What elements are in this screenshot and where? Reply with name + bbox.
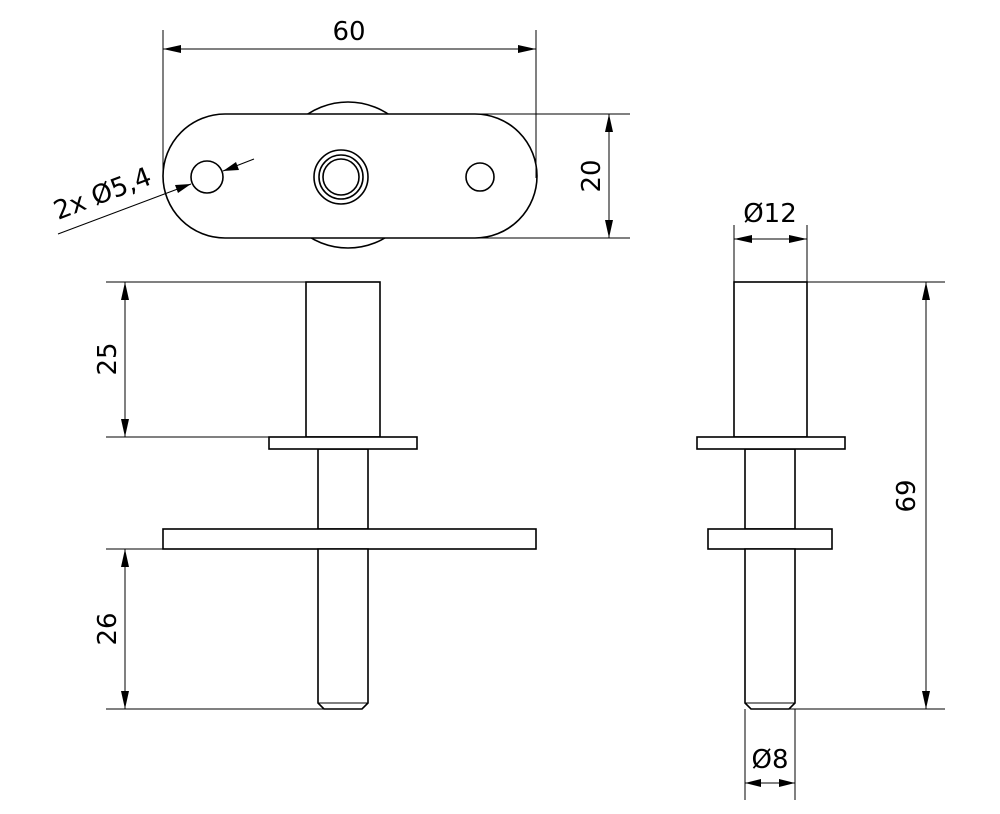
middle-shaft <box>317 448 369 530</box>
upper-pin <box>305 281 381 438</box>
dimension-upper-length: 25 <box>93 281 306 438</box>
side-view <box>696 281 846 710</box>
plate-height-label: 20 <box>577 159 607 192</box>
arrowhead <box>779 779 795 787</box>
arrowhead <box>121 549 129 567</box>
lower-length-label: 26 <box>93 612 123 645</box>
arrowhead <box>605 220 613 238</box>
arrowhead <box>163 45 181 53</box>
overall-width-label: 60 <box>332 17 365 47</box>
arrowhead <box>734 235 752 243</box>
dimension-overall-width: 60 <box>162 17 537 178</box>
overall-length-label: 69 <box>892 479 922 512</box>
arrowhead <box>605 114 613 132</box>
pin-inner-circle <box>322 158 360 196</box>
arrowhead <box>121 691 129 709</box>
lower-pin <box>317 548 369 710</box>
dimension-pin-diameter-bottom: Ø8 <box>744 709 796 800</box>
dimension-plate-height: 20 <box>475 113 630 239</box>
side-upper-washer <box>696 436 846 450</box>
pin-diameter-bottom-label: Ø8 <box>751 745 788 775</box>
dimension-pin-diameter-top: Ø12 <box>733 199 808 282</box>
arrowhead <box>121 282 129 300</box>
arrowhead <box>922 282 930 300</box>
mounting-hole-right <box>465 162 495 192</box>
arrowhead <box>121 419 129 437</box>
upper-washer <box>268 436 418 450</box>
arrowhead <box>518 45 536 53</box>
mounting-hole-left <box>190 160 224 194</box>
pin-diameter-top-label: Ø12 <box>743 199 797 229</box>
arrowhead <box>745 779 761 787</box>
front-view <box>162 281 537 710</box>
side-middle-shaft <box>744 448 796 530</box>
side-lower-pin <box>744 548 796 710</box>
arrowhead <box>175 184 191 193</box>
top-view <box>162 101 538 249</box>
side-upper-pin <box>733 281 808 438</box>
arrowhead <box>922 691 930 709</box>
leader-line <box>57 183 192 235</box>
dimension-lower-length: 26 <box>93 548 324 710</box>
arrowhead <box>223 162 239 171</box>
upper-length-label: 25 <box>93 342 123 375</box>
arrowhead <box>789 235 807 243</box>
mounting-plate-side <box>162 528 537 550</box>
dimension-overall-length: 69 <box>789 281 945 710</box>
side-plate-edge <box>707 528 833 550</box>
